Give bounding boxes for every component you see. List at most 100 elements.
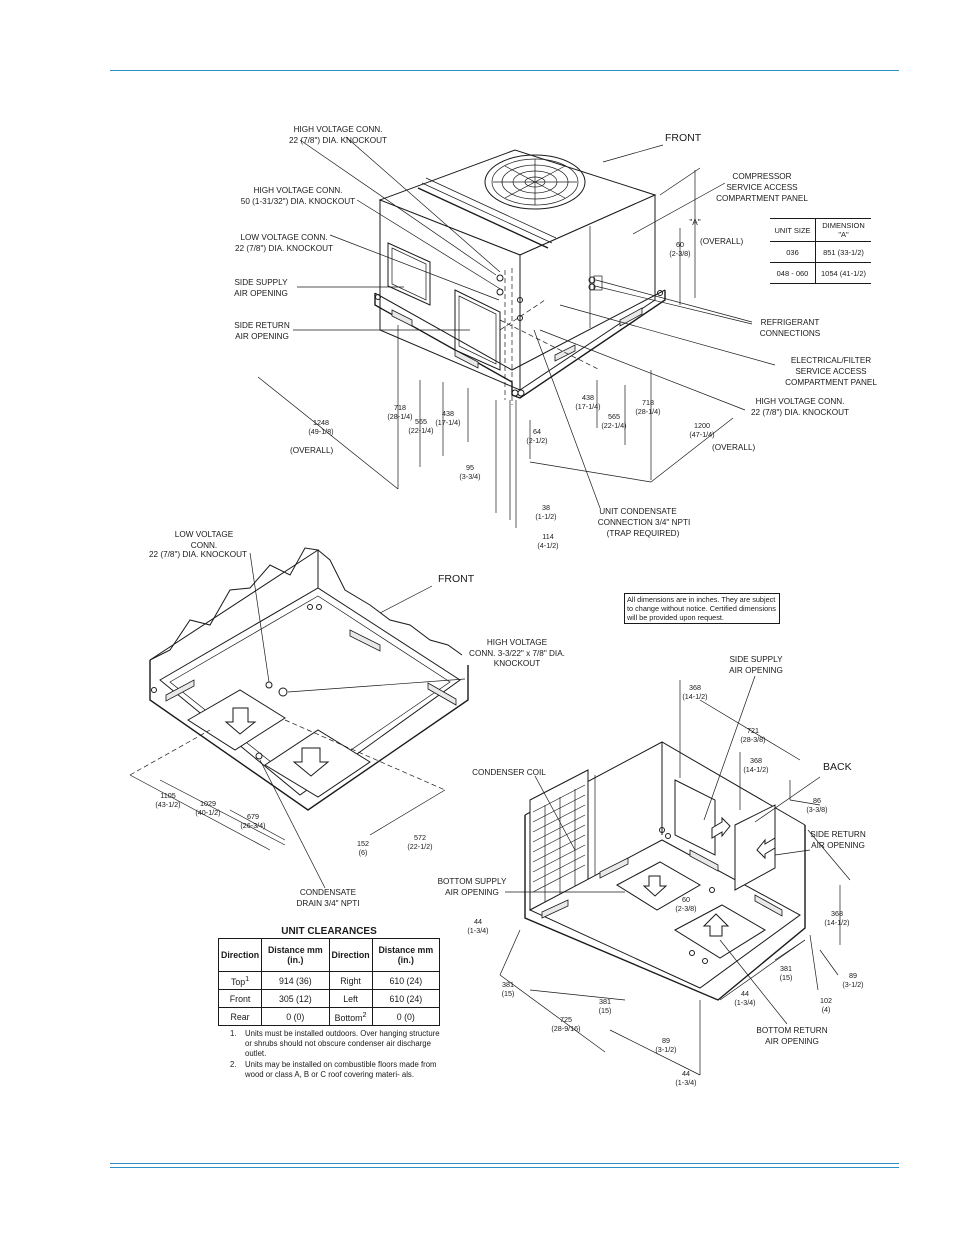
label-lv-conn-2: 22 (7/8") DIA. KNOCKOUT	[235, 244, 333, 253]
header-dimension-1: DIMENSION	[822, 221, 865, 230]
label-refrigerant: REFRIGERANT	[761, 318, 820, 327]
dim-438a: 438	[442, 409, 454, 418]
label-bottom-supply: BOTTOM SUPPLY	[438, 877, 507, 886]
unit-size-cell: 048 - 060	[770, 262, 816, 284]
label-overall-right: (OVERALL)	[712, 443, 755, 452]
direction-text: Bottom	[334, 1012, 363, 1023]
label-front: FRONT	[665, 132, 702, 144]
label-hv-conn-top: HIGH VOLTAGE CONN.	[294, 125, 383, 134]
unit-size-cell: 036	[770, 241, 816, 263]
dim-679: 679	[247, 812, 259, 821]
dim-114: 114	[542, 532, 553, 541]
dim-721-in: (28-3/8)	[740, 735, 765, 744]
dim-368a-in: (14-1/2)	[682, 692, 707, 701]
label-drain-2: DRAIN 3/4" NPTI	[297, 899, 360, 908]
dim-102-in: (4)	[822, 1005, 831, 1014]
top-unit-drawing	[257, 136, 776, 528]
dimension-table-header: UNIT SIZE DIMENSION "A"	[770, 218, 871, 242]
dim-368b: 368	[750, 756, 762, 765]
label-electrical-3: COMPARTMENT PANEL	[785, 378, 877, 387]
dim-1105-in: (43-1/2)	[155, 800, 180, 809]
direction-text: Front	[229, 993, 251, 1004]
label-electrical-2: SERVICE ACCESS	[795, 367, 867, 376]
label-side-supply-under: SIDE SUPPLY	[729, 655, 783, 664]
direction-cell: Right	[328, 971, 373, 990]
bottom-supply-arrow-icon	[642, 875, 668, 897]
dim-725: 725	[560, 1015, 572, 1024]
dim-718b: 718	[642, 398, 654, 407]
dim-381b: 381	[599, 997, 611, 1006]
distance-cell: 610 (24)	[371, 989, 441, 1008]
dim-381b-in: (15)	[599, 1006, 612, 1015]
dim-64: 64	[533, 427, 541, 436]
dimension-cell: 851 (33-1/2)	[815, 241, 871, 263]
dim-64-in: (2-1/2)	[526, 436, 547, 445]
label-condensate-3: (TRAP REQUIRED)	[607, 529, 680, 538]
label-lv-base: LOW VOLTAGE	[175, 530, 234, 539]
side-supply-arrow-icon	[711, 816, 731, 839]
label-hv-base-3: KNOCKOUT	[494, 659, 540, 668]
header-direction-1: Direction	[217, 938, 263, 972]
direction-text: Right	[340, 975, 361, 986]
label-compressor-3: COMPARTMENT PANEL	[716, 194, 808, 203]
dim-44c-in: (1-3/4)	[675, 1078, 696, 1087]
underside-drawing	[499, 675, 851, 1076]
list-item: 1.Units must be installed outdoors. Over…	[230, 1029, 445, 1059]
header-direction-2: Direction	[328, 938, 373, 972]
label-lv-base-3: 22 (7/8") DIA. KNOCKOUT	[149, 550, 247, 559]
label-drain: CONDENSATE	[300, 888, 357, 897]
dim-381a-in: (15)	[502, 989, 515, 998]
table-row: 036 851 (33-1/2)	[770, 241, 871, 263]
dim-381a: 381	[502, 980, 514, 989]
dim-152: 152	[357, 839, 369, 848]
dim-60-under: 60	[682, 895, 690, 904]
table-row: Top1 914 (36) Right 610 (24)	[217, 971, 441, 990]
note-number: 1.	[230, 1029, 237, 1038]
dim-114-in: (4-1/2)	[537, 541, 558, 550]
dimension-a-table: UNIT SIZE DIMENSION "A" 036 851 (33-1/2)…	[770, 218, 871, 284]
label-hv-base-2: CONN. 3-3/22" x 7/8" DIA.	[469, 649, 565, 658]
dim-565b: 565	[608, 412, 620, 421]
distance-cell: 0 (0)	[371, 1007, 441, 1026]
header-distance-2: Distance mm (in.)	[371, 938, 441, 972]
header-unit-size: UNIT SIZE	[770, 218, 816, 242]
clearances-header: Direction Distance mm (in.) Direction Di…	[217, 938, 441, 972]
dim-718b-in: (28-1/4)	[635, 407, 660, 416]
direction-cell: Rear	[217, 1007, 263, 1026]
dim-1248: 1248	[313, 418, 329, 427]
label-hv-right-2: 22 (7/8") DIA. KNOCKOUT	[751, 408, 849, 417]
distance-cell: 305 (12)	[261, 989, 330, 1008]
table-row: Rear 0 (0) Bottom2 0 (0)	[217, 1007, 441, 1026]
return-arrow-icon	[224, 707, 257, 735]
dim-718a-in: (28-1/4)	[387, 412, 412, 421]
dim-102: 102	[820, 996, 832, 1005]
label-condenser-coil: CONDENSER COIL	[472, 768, 546, 777]
dim-368a: 368	[689, 683, 701, 692]
dim-1248-in: (49-1/8)	[308, 427, 333, 436]
header-dimension-2: "A"	[838, 230, 849, 239]
dim-572-in: (22-1/2)	[407, 842, 432, 851]
dim-89b: 89	[662, 1036, 670, 1045]
dim-368c: 368	[831, 909, 843, 918]
footnote-ref: 1	[245, 974, 250, 984]
dim-1105: 1105	[160, 791, 175, 800]
table-row: Front 305 (12) Left 610 (24)	[217, 989, 441, 1008]
label-side-supply-2: AIR OPENING	[234, 289, 288, 298]
direction-text: Top	[230, 976, 246, 987]
dim-1029: 1029	[200, 799, 216, 808]
label-compressor: COMPRESSOR	[732, 172, 791, 181]
label-side-return: SIDE RETURN	[234, 321, 290, 330]
label-side-supply: SIDE SUPPLY	[234, 278, 288, 287]
dim-565a: 565	[415, 417, 427, 426]
dim-565b-in: (22-1/4)	[601, 421, 626, 430]
clearances-notes: 1.Units must be installed outdoors. Over…	[230, 1029, 445, 1081]
label-hv-conn-50: HIGH VOLTAGE CONN.	[254, 186, 343, 195]
note-number: 2.	[230, 1060, 237, 1069]
dimensions-note: All dimensions are in inches. They are s…	[624, 593, 780, 624]
label-side-return-under: SIDE RETURN	[810, 830, 866, 839]
bottom-rule-2	[110, 1167, 899, 1168]
dim-438b-in: (17-1/4)	[575, 402, 600, 411]
distance-cell: 610 (24)	[371, 971, 441, 990]
dim-89b-in: (3-1/2)	[655, 1045, 676, 1054]
